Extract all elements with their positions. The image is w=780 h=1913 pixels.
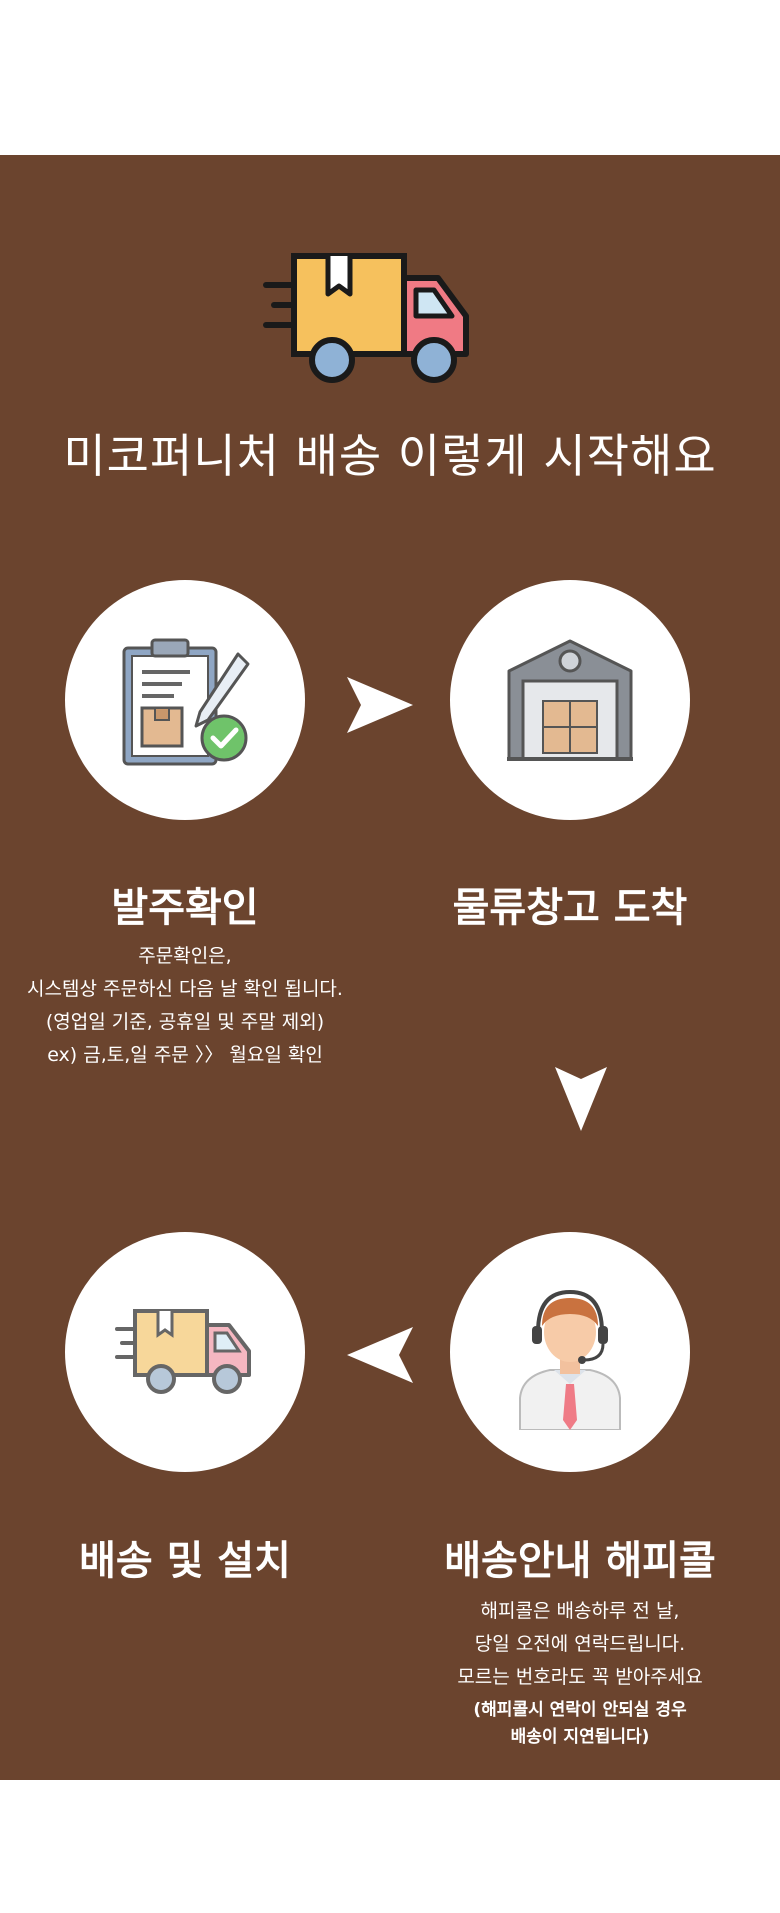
note-line: (해피콜시 연락이 안되실 경우 bbox=[473, 1700, 687, 1720]
step-circle-order-confirm bbox=[65, 580, 305, 820]
description-line: ex) 금,토,일 주문 〉〉 월요일 확인 bbox=[47, 1044, 323, 1066]
delivery-truck-icon bbox=[115, 1307, 255, 1397]
warehouse-icon bbox=[505, 635, 635, 765]
step-title-delivery: 배송 및 설치 bbox=[79, 1538, 291, 1584]
note-line: 배송이 지연됩니다) bbox=[510, 1727, 650, 1747]
step-note-happy-call: (해피콜시 연락이 안되실 경우 배송이 지연됩니다) bbox=[400, 1697, 760, 1751]
description-line: 해피콜은 배송하루 전 날, bbox=[480, 1600, 680, 1622]
description-line: 주문확인은, bbox=[138, 945, 232, 967]
description-line: 모르는 번호라도 꼭 받아주세요 bbox=[457, 1666, 703, 1688]
description-line: 시스템상 주문하신 다음 날 확인 됩니다. bbox=[27, 978, 343, 1000]
description-line: 당일 오전에 연락드립니다. bbox=[474, 1633, 686, 1655]
step-circle-delivery bbox=[65, 1232, 305, 1472]
arrow-right-icon bbox=[345, 675, 415, 735]
step-description-order-confirm: 주문확인은, 시스템상 주문하신 다음 날 확인 됩니다. (영업일 기준, 공… bbox=[0, 940, 370, 1072]
step-title-happy-call: 배송안내 해피콜 bbox=[444, 1538, 716, 1584]
arrow-down-icon bbox=[553, 1065, 609, 1133]
call-agent-icon bbox=[510, 1280, 630, 1430]
delivery-process-panel bbox=[0, 155, 780, 1780]
step-title-warehouse: 물류창고 도착 bbox=[452, 885, 688, 931]
page-title: 미코퍼니처 배송 이렇게 시작해요 bbox=[63, 429, 717, 483]
arrow-left-icon bbox=[345, 1325, 415, 1385]
description-line: (영업일 기준, 공휴일 및 주말 제외) bbox=[45, 1011, 325, 1033]
step-circle-happy-call bbox=[450, 1232, 690, 1472]
step-circle-warehouse bbox=[450, 580, 690, 820]
hero-truck-icon bbox=[262, 250, 472, 390]
step-title-order-confirm: 발주확인 bbox=[111, 885, 259, 931]
clipboard-check-icon bbox=[120, 638, 250, 768]
step-description-happy-call: 해피콜은 배송하루 전 날, 당일 오전에 연락드립니다. 모르는 번호라도 꼭… bbox=[400, 1595, 760, 1694]
